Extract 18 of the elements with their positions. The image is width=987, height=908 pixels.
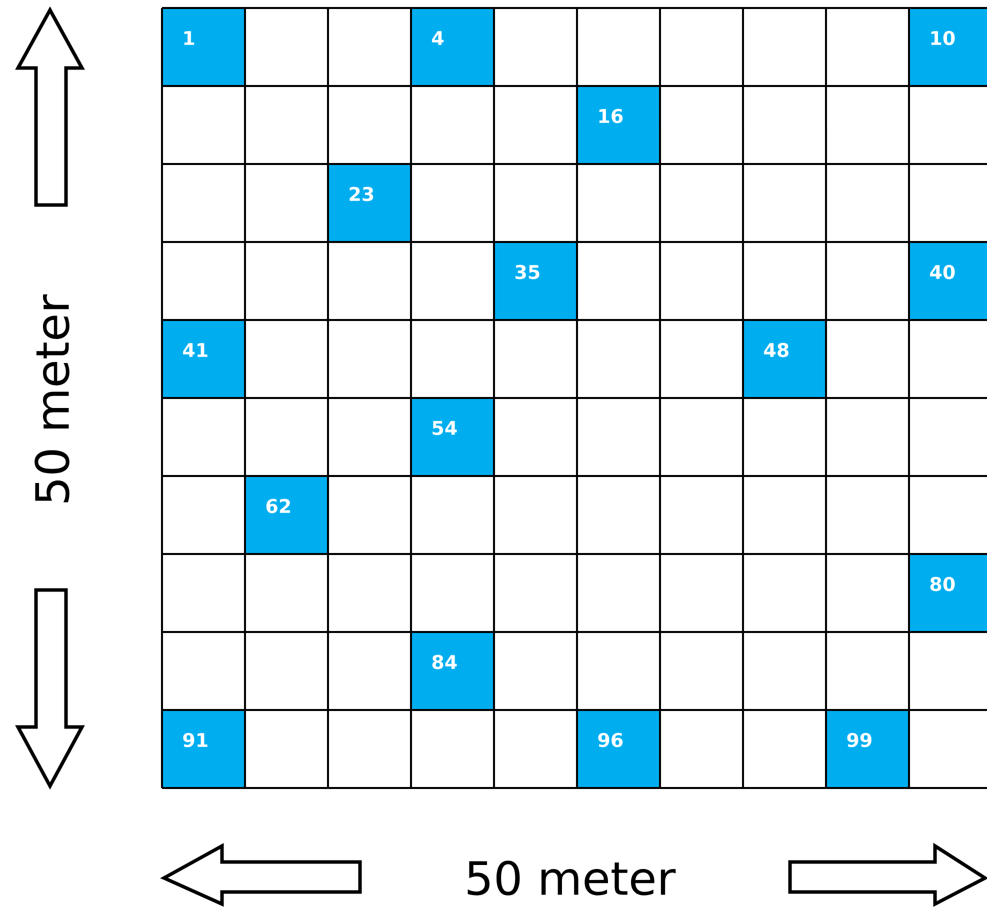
numbered-cell: 96 — [577, 710, 660, 788]
numbered-cell: 40 — [909, 242, 987, 320]
numbered-cell: 62 — [245, 476, 328, 554]
numbered-cell: 99 — [826, 710, 910, 788]
numbered-cell: 16 — [577, 86, 660, 164]
numbered-cell: 48 — [743, 320, 826, 398]
numbered-cell: 84 — [411, 632, 494, 710]
numbered-cell: 80 — [909, 554, 987, 632]
numbered-cell: 4 — [411, 8, 494, 86]
numbered-cell: 41 — [162, 320, 245, 398]
numbered-cell: 54 — [411, 398, 494, 476]
numbered-cell: 10 — [909, 8, 987, 86]
dimension-label: 50 meter — [34, 294, 70, 502]
numbered-cell: 35 — [494, 242, 577, 320]
numbered-cell: 91 — [162, 710, 245, 788]
numbered-cell: 1 — [162, 8, 245, 86]
dimension-label: 50 meter — [468, 860, 676, 896]
numbered-cell: 23 — [328, 164, 411, 242]
